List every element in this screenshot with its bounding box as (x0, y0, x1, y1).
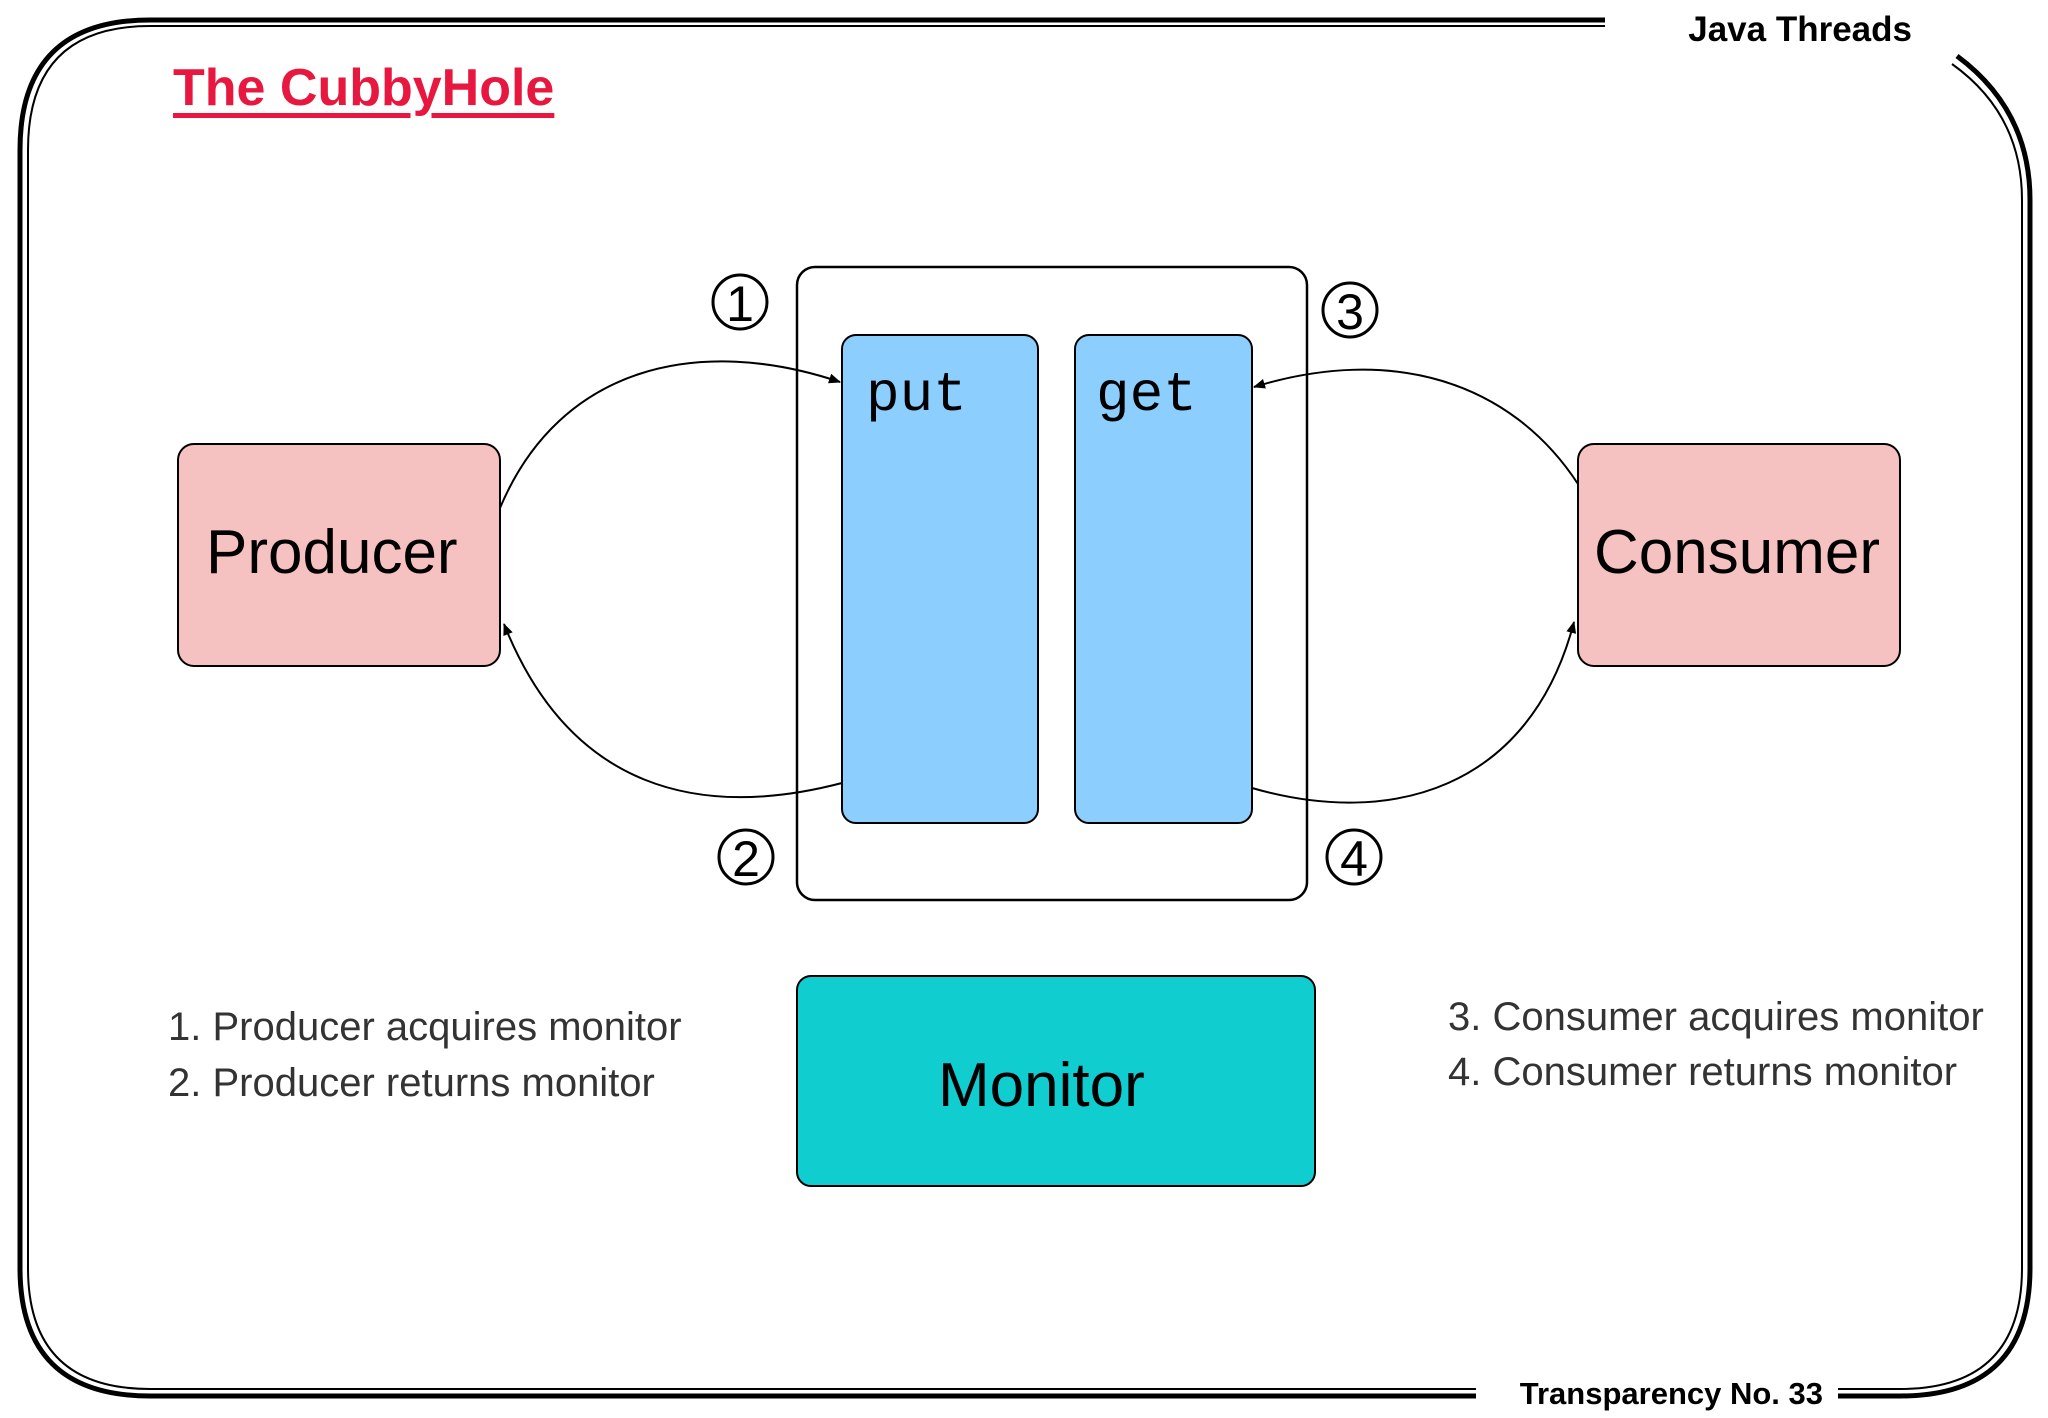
transparency-number: Transparency No. 33 (1519, 1376, 1823, 1411)
producer-box (177, 443, 501, 667)
course-title: Java Threads (1688, 10, 1912, 49)
producer-note-2: 2. Producer returns monitor (168, 1061, 655, 1105)
producer-label: Producer (206, 518, 458, 587)
consumer-label: Consumer (1594, 518, 1880, 587)
slide-title: The CubbyHole (173, 59, 555, 117)
consumer-box (1577, 443, 1901, 667)
arrow-producer-to-put (499, 360, 841, 509)
consumer-note-1: 3. Consumer acquires monitor (1448, 995, 1984, 1039)
step-number: 4 (1340, 831, 1368, 887)
step-marker-1: 1 (711, 273, 769, 332)
monitor-box (796, 975, 1316, 1187)
step-number: 2 (732, 831, 760, 887)
step-marker-3: 3 (1321, 281, 1379, 340)
step-marker-2: 2 (717, 828, 775, 887)
arrow-put-to-producer (503, 623, 843, 799)
step-marker-4: 4 (1325, 828, 1383, 887)
step-number: 1 (726, 276, 754, 332)
producer-note-1: 1. Producer acquires monitor (168, 1005, 682, 1049)
get-label: get (1096, 363, 1197, 427)
put-label: put (866, 363, 967, 427)
step-number: 3 (1336, 284, 1364, 340)
arrow-get-to-consumer (1251, 621, 1577, 804)
arrow-consumer-to-get (1253, 368, 1579, 485)
consumer-note-2: 4. Consumer returns monitor (1448, 1050, 1957, 1094)
get-method-box (1074, 334, 1253, 824)
put-method-box (841, 334, 1039, 824)
monitor-label: Monitor (938, 1051, 1145, 1120)
